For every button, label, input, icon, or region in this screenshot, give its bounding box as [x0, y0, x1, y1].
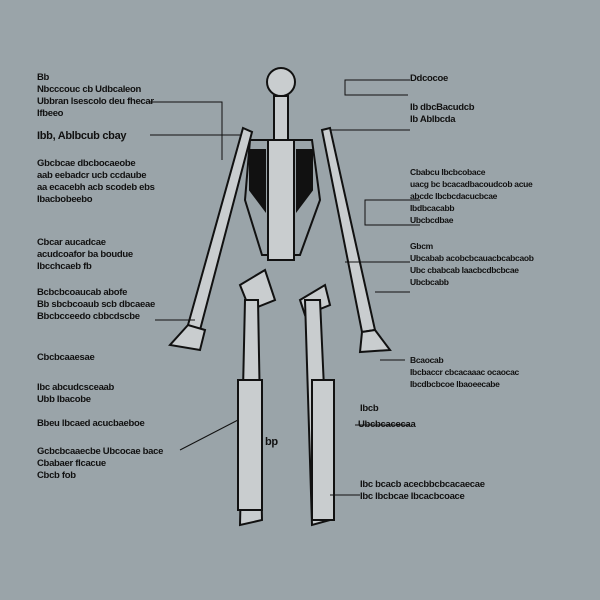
label-right-7: Ibc bcacb acecbbcbcacaecae Ibc Ibcbcae I… [360, 479, 485, 503]
label-line: Cbabaer flcacue [37, 458, 106, 469]
label-line: Ibc Ibcbcae Ibcacbcoace [360, 491, 465, 502]
label-line: Cbcbcaaesae [37, 352, 95, 363]
rib-right [296, 149, 313, 213]
label-line: Gcbcbcaaecbe Ubcocae bace [37, 446, 164, 457]
label-line: Ibcbaccr cbcacaaac ocaocac [410, 367, 519, 377]
label-line: Ibcb [360, 403, 379, 414]
label-left-2: Gbcbcae dbcbocaeobe aab eebadcr ucb ccda… [37, 158, 155, 206]
label-line: Ibacbobeebo [37, 194, 93, 205]
label-line: Cbabcu Ibcbcobace [410, 167, 486, 177]
center-label: bp [265, 436, 278, 448]
label-line: Bb sbcbcoaub scb dbcaeae [37, 299, 155, 310]
label-line: aab eebadcr ucb ccdaube [37, 170, 147, 181]
label-line: Ibc abcudcsceaab [37, 382, 115, 393]
label-line: Ubcbcdbae [410, 215, 454, 225]
label-right-0: Ddcocoe [410, 73, 448, 85]
label-line: Ddcocoe [410, 73, 449, 84]
label-line: Gbcm [410, 241, 433, 251]
label-line: Ubcabab acobcbcauacbcabcaob [410, 253, 534, 263]
label-left-6: Ibc abcudcsceaab Ubb Ibacobe [37, 382, 114, 406]
rib-left [249, 149, 266, 213]
label-line: Ibb, Ablbcub cbay [37, 130, 127, 142]
leader-lines [150, 79, 420, 496]
label-line: Ubcbcacecaa [358, 419, 416, 430]
label-left-3: Cbcar aucadcae acudcoafor ba boudue Ibcc… [37, 237, 133, 273]
label-line: Ubcbcabb [410, 277, 449, 287]
label-line: Ibcchcaeb fb [37, 261, 92, 272]
label-right-3: Gbcm Ubcabab acobcbcauacbcabcaob Ubc cba… [410, 240, 534, 288]
label-line: Ubb Ibacobe [37, 394, 91, 405]
skull [266, 67, 296, 97]
label-line: Bb [37, 72, 50, 83]
right-shin [311, 379, 335, 521]
skeleton [168, 67, 392, 527]
label-left-0: Bb Nbcccouc cb Udbcaleon Ubbran lsescolo… [37, 72, 154, 120]
label-line: Ib dbcBacudcb [410, 102, 475, 113]
spine [267, 139, 295, 261]
label-line: Gbcbcae dbcbocaeobe [37, 158, 136, 169]
label-right-2: Cbabcu Ibcbcobace uacg bc bcacadbacoudco… [410, 166, 533, 226]
label-line: Cbcb fob [37, 470, 76, 481]
label-line: Nbcccouc cb Udbcaleon [37, 84, 142, 95]
left-shin [237, 379, 263, 511]
left-hand [168, 323, 207, 352]
label-line: Ibcdbcbcoe lbaoeecabe [410, 379, 500, 389]
label-line: Ubc cbabcab Iaacbcdbcbcae [410, 265, 519, 275]
label-left-8: Gcbcbcaaecbe Ubcocae bace Cbabaer flcacu… [37, 446, 163, 482]
label-right-5: Ibcb [360, 403, 379, 415]
label-line: Bcaocab [410, 355, 444, 365]
label-line: Ifbeeo [37, 108, 64, 119]
label-left-7: Bbeu lbcaed acucbaeboe [37, 418, 145, 430]
label-right-6: Ubcbcacecaa [358, 419, 416, 431]
label-line: abcdc Ibcbcdacucbcae [410, 191, 498, 201]
label-left-5: Cbcbcaaesae [37, 352, 95, 364]
label-line: aa ecacebh acb scodeb ebs [37, 182, 155, 193]
label-right-1: Ib dbcBacudcb Ib Ablbcda [410, 102, 475, 126]
label-right-4: Bcaocab Ibcbaccr cbcacaaac ocaocac Ibcdb… [410, 354, 519, 390]
label-left-1: Ibb, Ablbcub cbay [37, 130, 127, 142]
label-line: Cbcar aucadcae [37, 237, 106, 248]
neck [273, 95, 289, 142]
label-line: Bbeu lbcaed acucbaeboe [37, 418, 145, 429]
label-line: Ibc bcacb acecbbcbcacaecae [360, 479, 485, 490]
label-line: Ibdbcacabb [410, 203, 455, 213]
label-line: Bcbcbcoaucab abofe [37, 287, 128, 298]
label-line: uacg bc bcacadbacoudcob acue [410, 179, 533, 189]
left-arm [186, 126, 254, 332]
label-line: Ib Ablbcda [410, 114, 456, 125]
label-line: Ubbran lsescolo deu fhecar [37, 96, 154, 107]
right-hand [358, 328, 392, 354]
label-left-4: Bcbcbcoaucab abofe Bb sbcbcoaub scb dbca… [37, 287, 155, 323]
label-line: acudcoafor ba boudue [37, 249, 133, 260]
label-line: Bbcbcceedo cbbcdscbe [37, 311, 140, 322]
